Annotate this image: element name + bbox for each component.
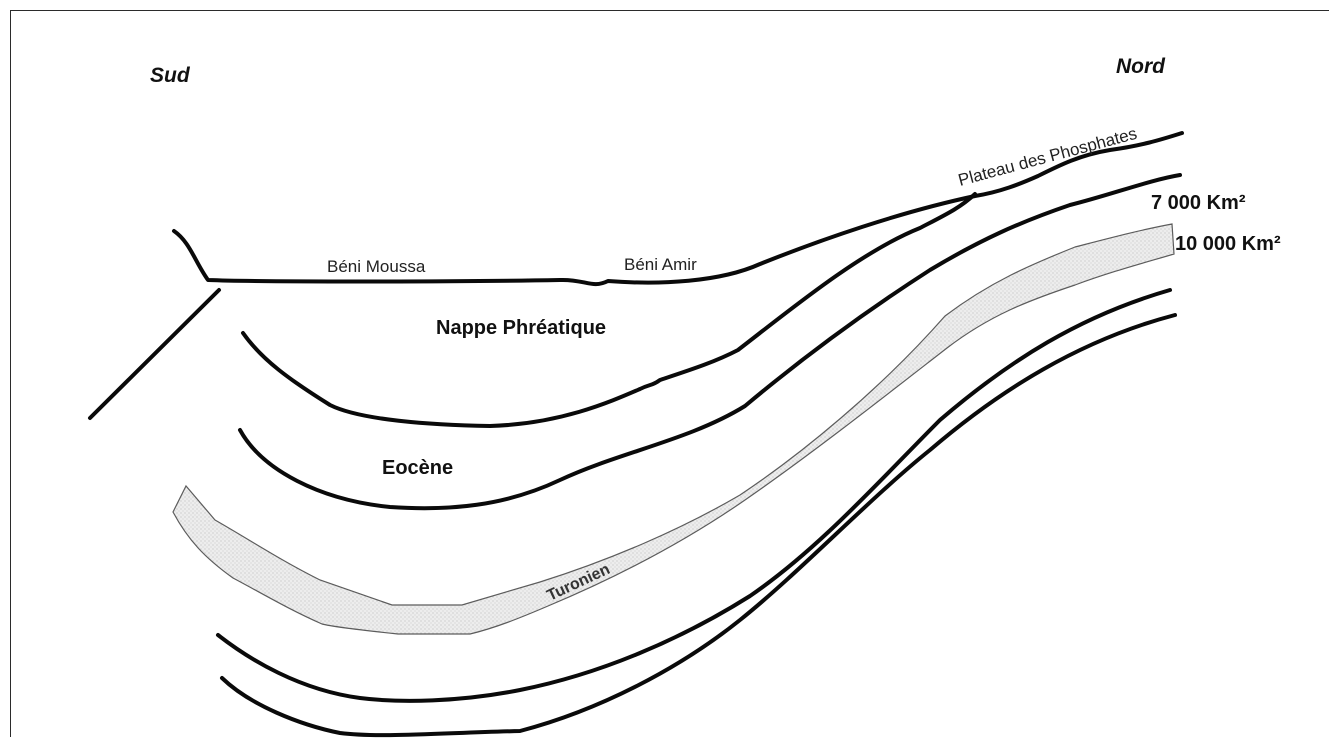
fault-line	[90, 290, 219, 418]
south-label: Sud	[150, 64, 191, 87]
north-label: Nord	[1116, 55, 1166, 78]
beni-amir-label: Béni Amir	[624, 255, 697, 274]
area-10000-label: 10 000 Km²	[1175, 233, 1281, 255]
nappe-base-line	[243, 194, 975, 426]
nappe-phreatique-label: Nappe Phréatique	[436, 317, 606, 339]
plateau-label: Plateau des Phosphates	[956, 124, 1139, 190]
beni-moussa-label: Béni Moussa	[327, 257, 426, 276]
area-7000-label: 7 000 Km²	[1151, 192, 1246, 214]
eocene-label: Eocène	[382, 457, 453, 479]
eocene-base-line	[240, 175, 1180, 508]
turonien-band	[173, 224, 1174, 634]
lower-stratum-line-1	[218, 290, 1170, 701]
